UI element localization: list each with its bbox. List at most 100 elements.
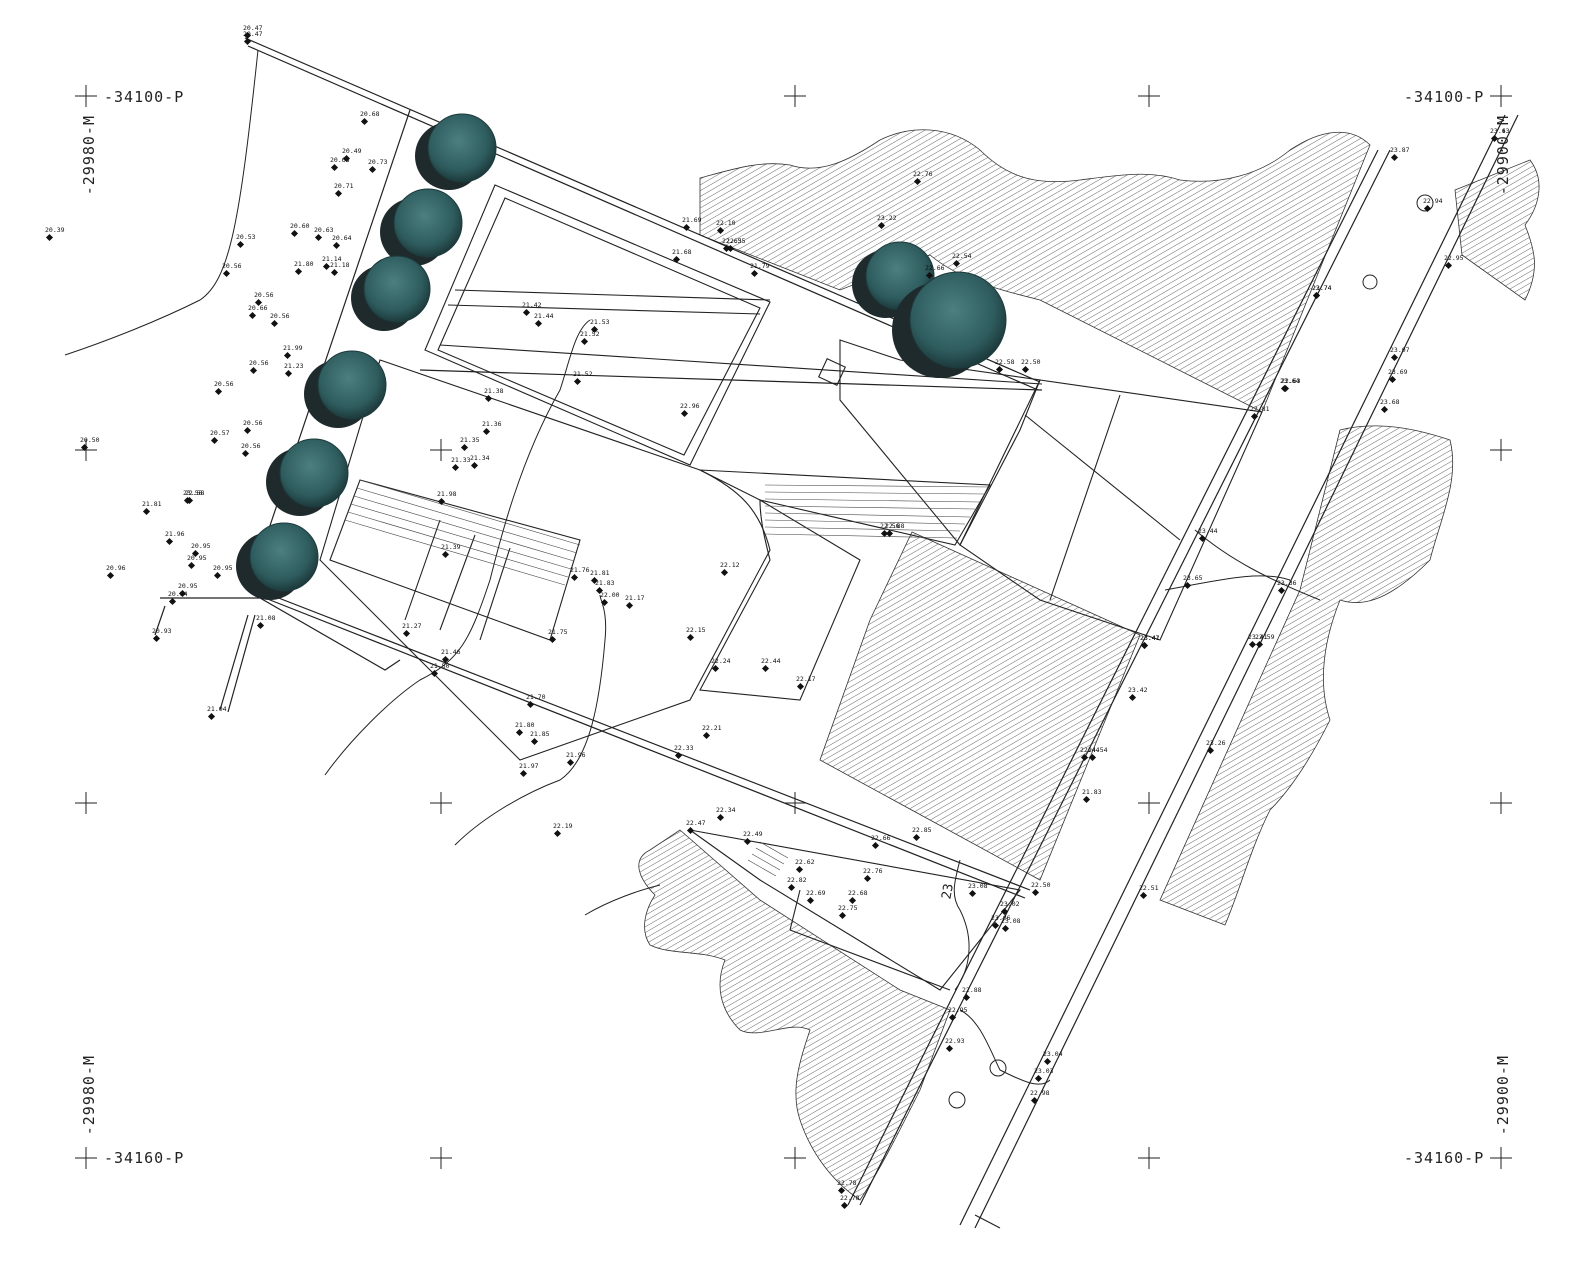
- spot-elevation-label: 23.42: [1128, 686, 1148, 694]
- survey-point-icon: [1030, 1096, 1039, 1105]
- spot-elevation: 23.08: [968, 882, 988, 898]
- spot-elevation: 21.04: [207, 705, 227, 721]
- survey-point-icon: [482, 427, 491, 436]
- grid-label-34160-p-right: -34160-P: [1404, 1149, 1485, 1167]
- spot-elevation-label: 23.44: [1198, 527, 1218, 535]
- spot-elevation-label: 22.81: [1250, 405, 1270, 413]
- spot-elevation: 22.98: [1030, 1089, 1050, 1105]
- spot-elevation-label: 20.68: [330, 156, 350, 164]
- spot-elevation: 22.75: [838, 904, 858, 920]
- spot-elevation: 23.07: [1390, 346, 1410, 362]
- spot-elevation-label: 23.08: [1001, 917, 1021, 925]
- spot-elevation: 21.23: [284, 362, 304, 378]
- spot-elevation: 21.08: [256, 614, 276, 630]
- spot-elevation: 20.56: [243, 419, 263, 435]
- spot-elevation: 21.97: [519, 762, 539, 778]
- survey-point-icon: [1280, 384, 1289, 393]
- spot-elevation: 22.76: [863, 867, 883, 883]
- survey-point-icon: [1248, 640, 1257, 649]
- spot-elevation: 23.68: [1380, 398, 1400, 414]
- survey-point-icon: [674, 751, 683, 760]
- spot-elevation-label: 23.47: [1140, 634, 1160, 642]
- spot-elevation: 21.46: [441, 648, 461, 664]
- survey-point-icon: [342, 154, 351, 163]
- spot-elevation-label: 20.63: [314, 226, 334, 234]
- survey-point-icon: [991, 921, 1000, 930]
- grid-markers: [75, 85, 1512, 1169]
- spot-elevation: 22.94: [1423, 197, 1443, 213]
- survey-point-icon: [187, 561, 196, 570]
- survey-point-icon: [142, 507, 151, 516]
- survey-point-icon: [680, 409, 689, 418]
- spot-elevation-label: 20.94: [168, 590, 188, 598]
- survey-point-icon: [877, 221, 886, 230]
- spot-elevation-label: 22.88: [962, 986, 982, 994]
- spot-elevation: 23.04: [1043, 1050, 1063, 1066]
- spot-elevation-label: 20.56: [270, 312, 290, 320]
- spot-elevation: 21.34: [470, 454, 490, 470]
- spot-elevation: 22.15: [686, 626, 706, 642]
- spot-elevation: 20.93: [152, 627, 172, 643]
- spot-elevation-label: 20.95: [187, 554, 207, 562]
- crosshair-icon: [1490, 85, 1512, 107]
- survey-point-icon: [332, 241, 341, 250]
- spot-elevation-label: 20.53: [236, 233, 256, 241]
- spot-elevation-label: 22.34: [716, 806, 736, 814]
- spot-elevation-label: 21.53: [590, 318, 610, 326]
- spot-elevation: 20.53: [236, 233, 256, 249]
- spot-elevation: 23.69: [1388, 368, 1408, 384]
- spot-elevation-label: 22.33: [674, 744, 694, 752]
- survey-point-icon: [590, 325, 599, 334]
- survey-point-icon: [682, 223, 691, 232]
- spot-elevation: 23.36: [1277, 579, 1297, 595]
- spot-elevation: 23.87: [1390, 146, 1410, 162]
- spot-elevation-label: 20.64: [332, 234, 352, 242]
- spot-elevation: 22.66: [871, 834, 891, 850]
- spot-elevation-label: 24.54: [1088, 746, 1108, 754]
- spot-elevation-label: 20.68: [360, 110, 380, 118]
- survey-point-icon: [595, 586, 604, 595]
- survey-point-icon: [1031, 888, 1040, 897]
- survey-point-icon: [925, 271, 934, 280]
- spot-elevation-label: 21.08: [256, 614, 276, 622]
- survey-circles: [948, 194, 1434, 1109]
- survey-point-icon: [249, 366, 258, 375]
- spot-elevation: 21.52: [573, 370, 593, 386]
- spot-elevation-label: 21.80: [515, 721, 535, 729]
- survey-point-icon: [178, 589, 187, 598]
- spot-elevation: 20.56: [249, 359, 269, 375]
- spot-elevation-label: 22.55: [726, 237, 746, 245]
- spot-elevation-label: 22.76: [863, 867, 883, 875]
- spot-elevation-label: 23.69: [1388, 368, 1408, 376]
- spot-elevation-label: 21.42: [522, 301, 542, 309]
- survey-point-icon: [1139, 891, 1148, 900]
- spot-elevation-label: 21.75: [548, 628, 568, 636]
- survey-point-icon: [283, 351, 292, 360]
- spot-elevation: 20.56: [254, 291, 274, 307]
- spot-elevation-label: 22.98: [1030, 1089, 1050, 1097]
- spot-elevation-label: 21.14: [322, 255, 342, 263]
- survey-point-icon: [248, 311, 257, 320]
- road-edge-2: [847, 149, 1379, 1206]
- survey-point-icon: [1082, 795, 1091, 804]
- spot-elevation: 20.56: [270, 312, 290, 328]
- survey-point-icon: [460, 443, 469, 452]
- spot-elevation-label: 22.17: [796, 675, 816, 683]
- survey-point-icon: [210, 436, 219, 445]
- spot-elevation-label: 22.93: [945, 1037, 965, 1045]
- spot-elevation: 20.47: [243, 24, 263, 40]
- spot-elevation: 21.53: [590, 318, 610, 334]
- survey-point-icon: [294, 267, 303, 276]
- survey-point-icon: [470, 461, 479, 470]
- spot-elevation: 21.96: [566, 751, 586, 767]
- survey-point-icon: [590, 576, 599, 585]
- spot-elevation-label: 21.80: [294, 260, 314, 268]
- spot-elevation-label: 21.50: [430, 662, 450, 670]
- spot-elevation-label: 21.99: [283, 344, 303, 352]
- spot-elevation-label: 21.70: [526, 693, 546, 701]
- spot-elevation-label: 21.04: [207, 705, 227, 713]
- upper-terrace-inner: [437, 197, 761, 456]
- spot-elevation: 23.65: [1183, 574, 1203, 590]
- survey-point-icon: [580, 337, 589, 346]
